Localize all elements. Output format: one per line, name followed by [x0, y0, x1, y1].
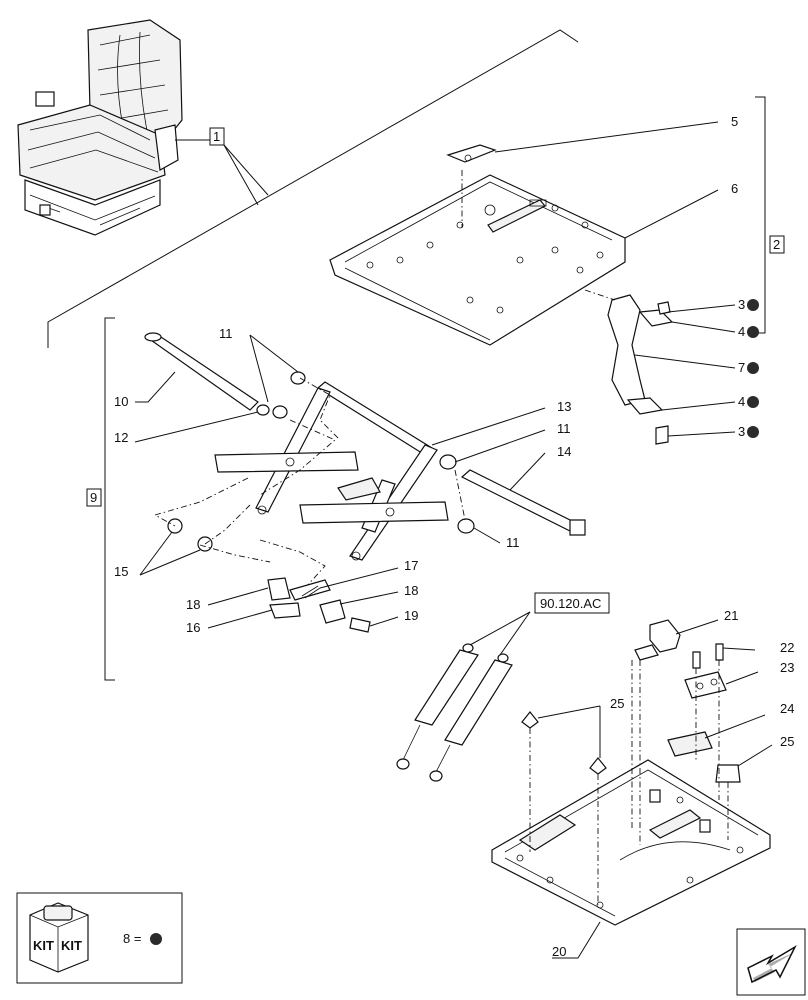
callout-6: 6 — [624, 181, 738, 239]
kit-marker — [747, 426, 759, 438]
callout-24: 24 — [704, 701, 794, 739]
callout-11b: 11 — [454, 421, 571, 463]
callout-17: 17 — [319, 558, 418, 589]
callout-13: 13 — [431, 399, 571, 446]
bracket — [446, 144, 497, 228]
svg-text:7: 7 — [738, 360, 745, 375]
svg-text:21: 21 — [724, 608, 738, 623]
svg-text:20: 20 — [552, 944, 566, 959]
kit-legend: KIT KIT 8 = — [16, 892, 183, 984]
callout-23: 23 — [725, 660, 794, 685]
callout-22: 22 — [722, 640, 794, 655]
pad-24 — [667, 731, 713, 757]
callout-4b: 4 — [661, 394, 759, 411]
svg-text:24: 24 — [780, 701, 794, 716]
base-plate — [491, 759, 771, 926]
svg-text:3: 3 — [738, 424, 745, 439]
callout-25b: 25 — [737, 734, 794, 767]
svg-text:90.120.AC: 90.120.AC — [540, 596, 601, 611]
svg-text:16: 16 — [186, 620, 200, 635]
callout-21: 21 — [675, 608, 738, 635]
callout-16: 16 — [186, 609, 273, 635]
svg-text:10: 10 — [114, 394, 128, 409]
kit-marker — [747, 362, 759, 374]
bracket-9: 9 — [86, 317, 115, 681]
callout-25a: 25 — [537, 696, 624, 758]
plate-23 — [684, 671, 727, 699]
callout-11c: 11 — [473, 527, 520, 550]
kit-marker — [747, 396, 759, 408]
callout-18b: 18 — [339, 583, 418, 605]
callout-4a: 4 — [671, 321, 759, 339]
callout-7: 7 — [634, 354, 759, 375]
callout-11a: 11 — [219, 326, 299, 403]
shaft-14 — [460, 469, 586, 536]
svg-text:23: 23 — [780, 660, 794, 675]
group-boundary-line — [47, 29, 579, 348]
svg-text:9: 9 — [90, 490, 97, 505]
kit-marker — [747, 299, 759, 311]
kit-marker — [150, 933, 162, 945]
callout-2: 2 — [755, 96, 785, 334]
svg-text:4: 4 — [738, 324, 745, 339]
svg-text:17: 17 — [404, 558, 418, 573]
svg-text:15: 15 — [114, 564, 128, 579]
base-assembly-lines — [529, 660, 729, 905]
callout-5: 5 — [494, 114, 738, 153]
svg-text:11: 11 — [506, 535, 520, 550]
svg-text:KIT: KIT — [61, 938, 82, 953]
assembly-lines — [153, 377, 466, 589]
callout-3a: 3 — [667, 297, 759, 313]
svg-text:25: 25 — [780, 734, 794, 749]
latch-parts — [267, 577, 371, 633]
svg-text:18: 18 — [186, 597, 200, 612]
callout-10: 10 — [114, 371, 176, 409]
svg-text:18: 18 — [404, 583, 418, 598]
svg-text:6: 6 — [731, 181, 738, 196]
mounting-plate — [329, 174, 626, 346]
svg-text:13: 13 — [557, 399, 571, 414]
svg-text:11: 11 — [557, 421, 571, 436]
callout-14: 14 — [509, 444, 571, 491]
callout-15: 15 — [114, 531, 201, 579]
svg-text:2: 2 — [773, 237, 780, 252]
gas-springs — [396, 643, 513, 782]
svg-text:25: 25 — [610, 696, 624, 711]
svg-text:12: 12 — [114, 430, 128, 445]
svg-text:1: 1 — [213, 129, 220, 144]
scissor-frame — [144, 332, 449, 561]
callout-12: 12 — [114, 411, 259, 445]
callout-20: 20 — [552, 921, 601, 959]
svg-text:19: 19 — [404, 608, 418, 623]
lever-21 — [634, 619, 681, 661]
svg-text:KIT: KIT — [33, 938, 54, 953]
svg-text:5: 5 — [731, 114, 738, 129]
reference-callout: 90.120.AC — [469, 592, 610, 656]
callout-1: 1 — [175, 127, 269, 206]
svg-text:11: 11 — [219, 326, 233, 341]
seat-illustration — [17, 19, 183, 236]
screws-22 — [692, 643, 724, 669]
svg-text:8 =: 8 = — [123, 931, 141, 946]
kit-icon — [43, 905, 73, 921]
kit-marker — [747, 326, 759, 338]
callout-19: 19 — [369, 608, 418, 627]
svg-text:3: 3 — [738, 297, 745, 312]
screw-plate-set — [626, 301, 674, 445]
svg-text:4: 4 — [738, 394, 745, 409]
callout-3b: 3 — [667, 424, 759, 439]
callout-18a: 18 — [186, 587, 269, 612]
svg-text:14: 14 — [557, 444, 571, 459]
next-page-arrow-icon[interactable] — [736, 928, 806, 996]
strap — [584, 289, 646, 406]
svg-text:22: 22 — [780, 640, 794, 655]
